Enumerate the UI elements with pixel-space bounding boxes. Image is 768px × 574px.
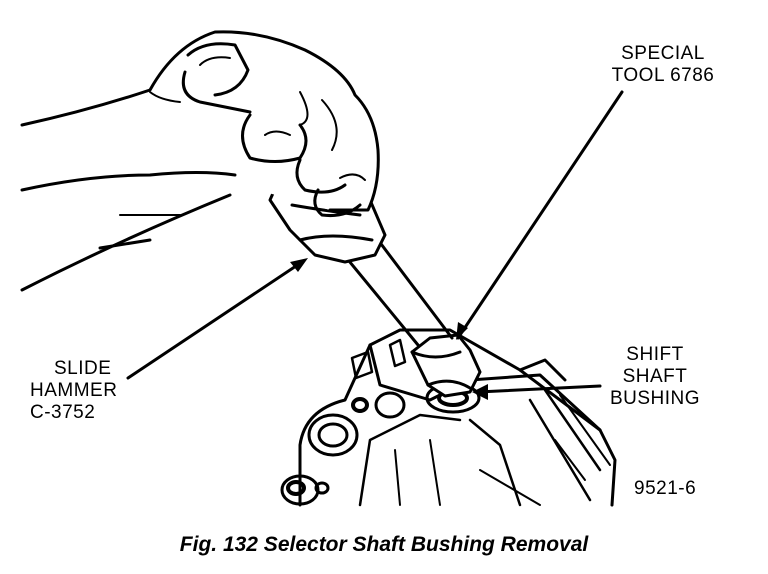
special-tool-6786	[410, 333, 482, 398]
leader-shift-shaft-bushing	[476, 384, 602, 394]
transmission-housing	[298, 328, 617, 507]
arrowhead-special-tool	[456, 322, 468, 340]
label-bushing-line3: BUSHING	[609, 388, 701, 409]
slide-hammer-shaft	[338, 230, 454, 347]
label-special-tool-line2: TOOL 6786	[611, 65, 715, 86]
leader-slide-hammer	[126, 260, 304, 380]
leader-special-tool	[456, 90, 624, 340]
label-bushing-line1: SHIFT	[626, 344, 684, 365]
label-shift-shaft-bushing: SHIFT SHAFT BUSHING	[600, 344, 710, 410]
label-slide-hammer-line2: HAMMER	[30, 380, 118, 401]
label-special-tool-line1: SPECIAL	[621, 43, 705, 64]
figure-number: 9521-6	[634, 478, 697, 499]
label-bushing-line2: SHAFT	[622, 366, 688, 387]
hand	[20, 30, 380, 292]
arrowhead-slide-hammer	[290, 258, 308, 272]
label-slide-hammer-line3: C-3752	[30, 402, 96, 423]
housing-bosses	[280, 391, 406, 506]
label-special-tool: SPECIAL TOOL 6786	[608, 43, 718, 87]
label-slide-hammer-line1: SLIDE	[54, 358, 112, 379]
leader-lines	[126, 90, 624, 394]
arrowhead-bushing	[472, 384, 488, 400]
label-slide-hammer: SLIDE HAMMER C-3752	[30, 358, 117, 424]
arrowheads	[290, 258, 488, 400]
figure-caption: Fig. 132 Selector Shaft Bushing Removal	[179, 533, 589, 556]
